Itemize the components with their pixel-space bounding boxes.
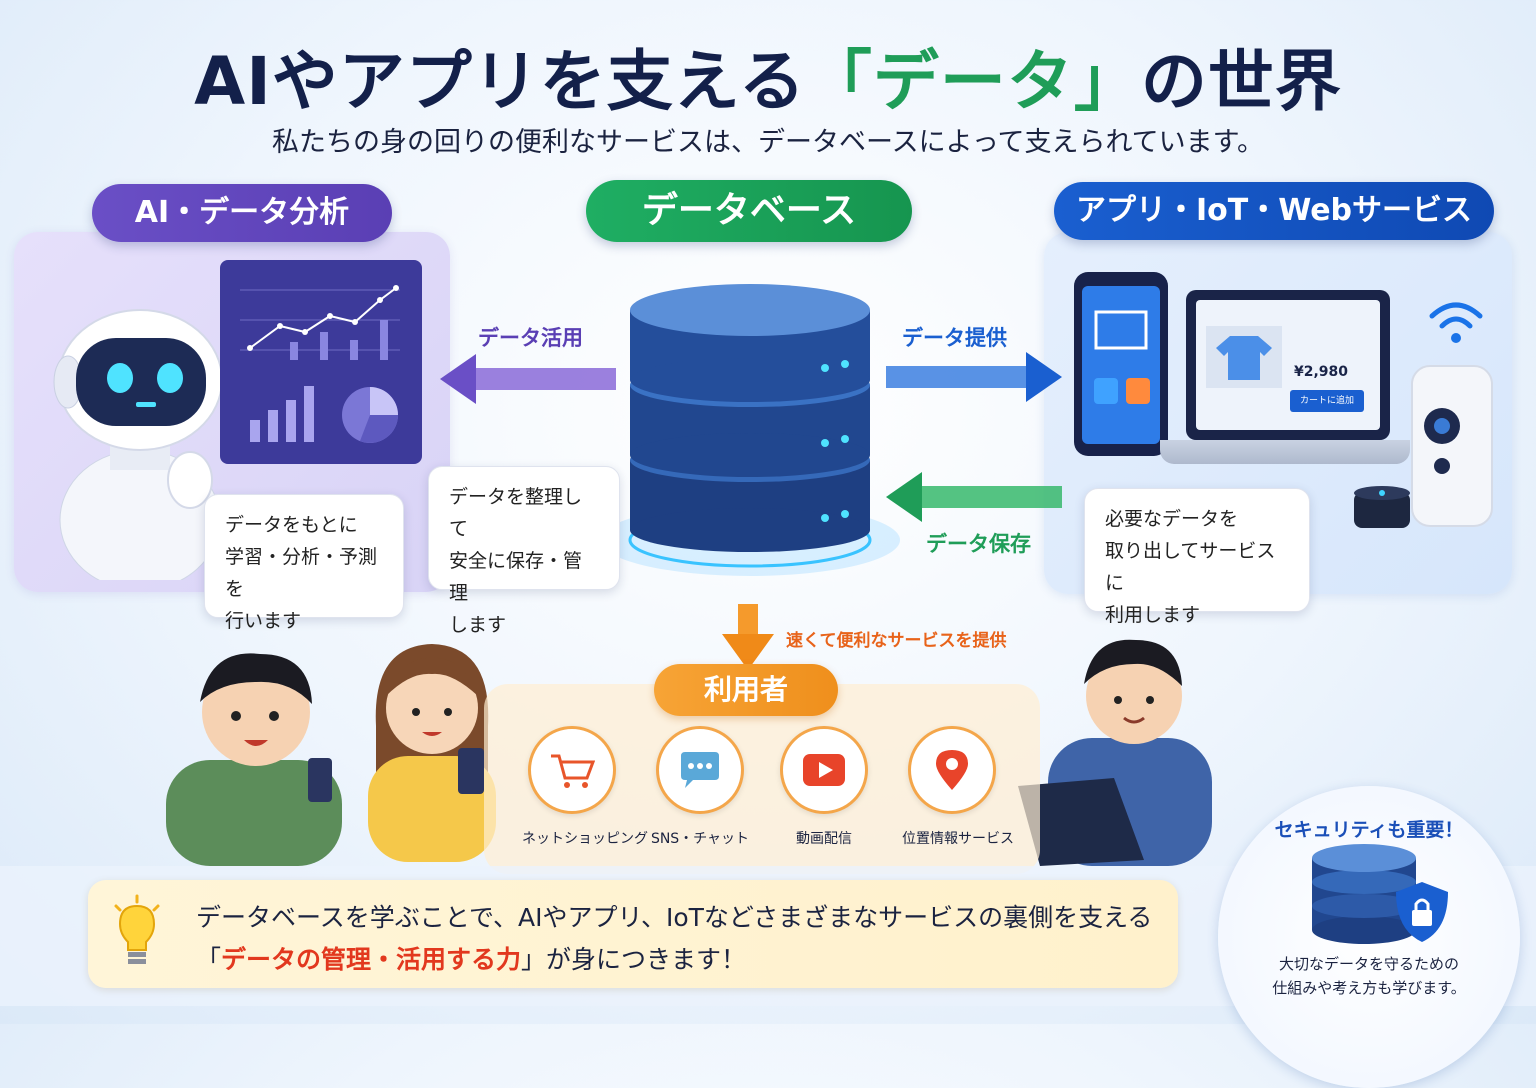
users-label: 利用者 [654, 664, 838, 716]
map-pin-icon [908, 726, 996, 814]
footer-message-box [88, 880, 1178, 988]
arrow-data-provide [886, 352, 1062, 402]
smart-speaker-icon [1354, 486, 1410, 528]
robot-icon [53, 309, 223, 580]
data-store-label: データ保存 [926, 532, 1031, 556]
footer-line-1: データベースを学ぶことで、AIやアプリ、IoTなどさまざまなサービスの裏側を支え… [196, 903, 1153, 932]
database-section-label: データベース [586, 180, 912, 242]
service-label: ネットショッピング [522, 831, 648, 847]
laptop-base [1160, 440, 1410, 464]
footer-line-2: 「データの管理・活用する力」が身につきます！ [196, 945, 747, 974]
ai-bubble: データをもとに学習・分析・予測を行います [204, 494, 404, 632]
boy-with-laptop [1018, 639, 1212, 866]
video-play-icon [780, 726, 868, 814]
service-label: 動画配信 [796, 831, 852, 847]
lightbulb-icon [114, 894, 160, 964]
data-use-label: データ活用 [478, 326, 583, 350]
page-title: AIやアプリを支える「データ」の世界 [194, 43, 1342, 120]
service-label: SNS・チャット [650, 831, 750, 847]
security-title: セキュリティも重要！ [1274, 819, 1464, 841]
service-video-streaming[interactable]: 動画配信 [774, 726, 874, 848]
tshirt-icon [1206, 326, 1282, 388]
page-subtitle: 私たちの身の回りの便利なサービスは、データベースによって支えられています。 [272, 127, 1264, 158]
apps-section-label: アプリ・IoT・Webサービス [1054, 182, 1494, 240]
chat-bubble-icon [656, 726, 744, 814]
product-price: ¥2,980 [1294, 364, 1349, 380]
wifi-icon [1429, 302, 1483, 343]
arrow-to-users [722, 604, 774, 670]
footer-highlight: データの管理・活用する力 [221, 945, 522, 974]
security-text: 大切なデータを守るための仕組みや考え方も学びます。 [1272, 955, 1466, 997]
security-camera-icon [1411, 365, 1493, 527]
ai-section-label: AI・データ分析 [92, 184, 392, 242]
database-bubble: データを整理して安全に保存・管理します [428, 466, 620, 636]
smartphone-icon [1074, 272, 1168, 456]
shopping-cart-icon [528, 726, 616, 814]
add-to-cart-button[interactable]: カートに追加 [1290, 390, 1364, 412]
analytics-dashboard-icon [220, 260, 422, 464]
arrow-data-use [440, 354, 616, 404]
service-sns-chat[interactable]: SNS・チャット [650, 726, 750, 848]
apps-bubble: 必要なデータを取り出してサービスに利用します [1084, 488, 1310, 626]
boy-with-smartphone [166, 653, 342, 866]
database-shield-icon [1312, 844, 1448, 944]
service-location[interactable]: 位置情報サービス [902, 726, 1014, 848]
girl-with-smartphone [368, 644, 496, 862]
service-label: 位置情報サービス [902, 831, 1014, 847]
service-online-shopping[interactable]: ネットショッピング [522, 726, 648, 848]
database-cylinder-icon [600, 284, 900, 576]
data-provide-label: データ提供 [902, 326, 1007, 350]
title-highlight: 「データ」 [805, 43, 1141, 120]
arrow-data-store [886, 472, 1062, 522]
to-users-label: 速くて便利なサービスを提供 [786, 631, 1007, 651]
